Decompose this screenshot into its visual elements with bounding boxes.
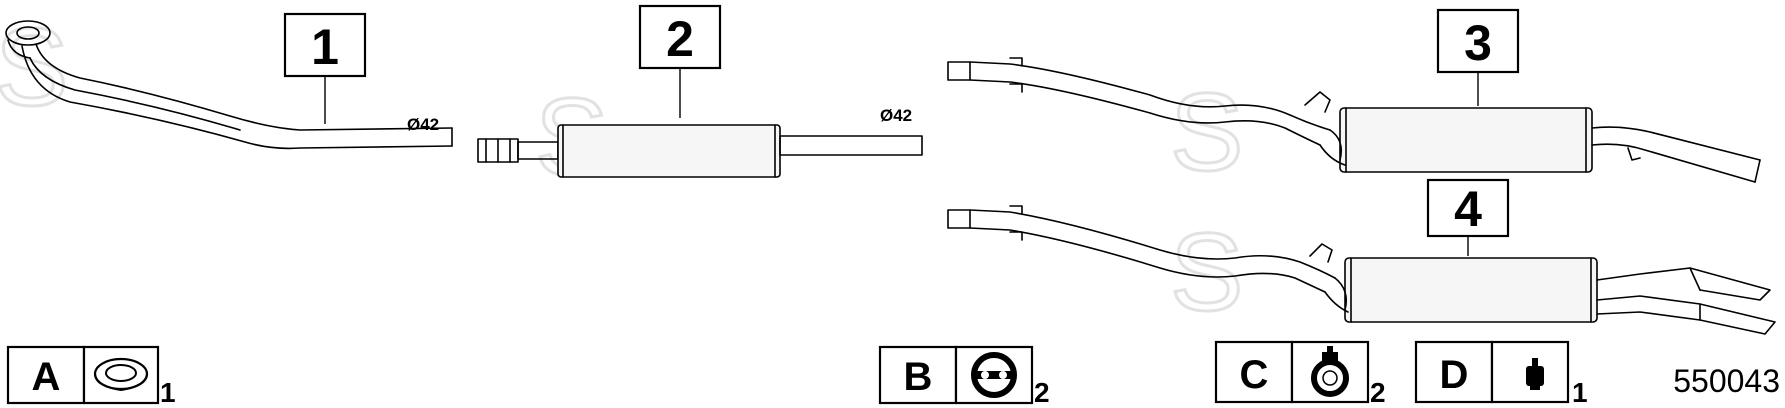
part-4-number: 4 <box>1454 181 1482 237</box>
part-4-callout: 4 <box>1426 178 1510 256</box>
rubber-hanger-icon <box>971 352 1017 398</box>
accessory-c-quantity: 2 <box>1370 377 1386 408</box>
accessory-d: D 1 <box>1414 340 1588 408</box>
rubber-mount-icon <box>1526 358 1544 390</box>
accessory-a-letter: A <box>32 355 61 399</box>
accessory-d-quantity: 1 <box>1572 377 1588 408</box>
accessory-b-letter: B <box>904 355 933 399</box>
pipe-clamp-icon <box>1311 346 1349 397</box>
gasket-ring-icon <box>93 357 149 392</box>
accessory-a-quantity: 1 <box>160 377 176 408</box>
watermark-3: S <box>1170 71 1243 194</box>
part-3-rear-muffler <box>947 57 1761 183</box>
part-2-diameter: Ø42 <box>880 106 912 125</box>
part-1-number: 1 <box>311 19 339 75</box>
diagram-code: 550043 <box>1673 363 1780 399</box>
part-3-number: 3 <box>1464 15 1492 71</box>
part-1-front-pipe <box>5 20 453 150</box>
part-3-callout: 3 <box>1436 8 1520 106</box>
part-2-number: 2 <box>666 11 694 67</box>
accessory-d-letter: D <box>1440 353 1469 397</box>
part-2-center-muffler <box>477 124 923 178</box>
accessory-b: B 2 <box>878 345 1050 408</box>
accessory-b-quantity: 2 <box>1034 377 1050 408</box>
part-4-rear-muffler <box>947 205 1776 335</box>
part-2-callout: 2 Ø42 <box>638 4 912 125</box>
accessory-c-letter: C <box>1240 353 1269 397</box>
part-1-callout: 1 Ø42 <box>283 12 439 134</box>
accessory-a: A 1 <box>6 345 176 408</box>
part-1-diameter: Ø42 <box>407 115 439 134</box>
accessory-c: C 2 <box>1214 340 1386 408</box>
watermark-1: S <box>0 6 68 129</box>
